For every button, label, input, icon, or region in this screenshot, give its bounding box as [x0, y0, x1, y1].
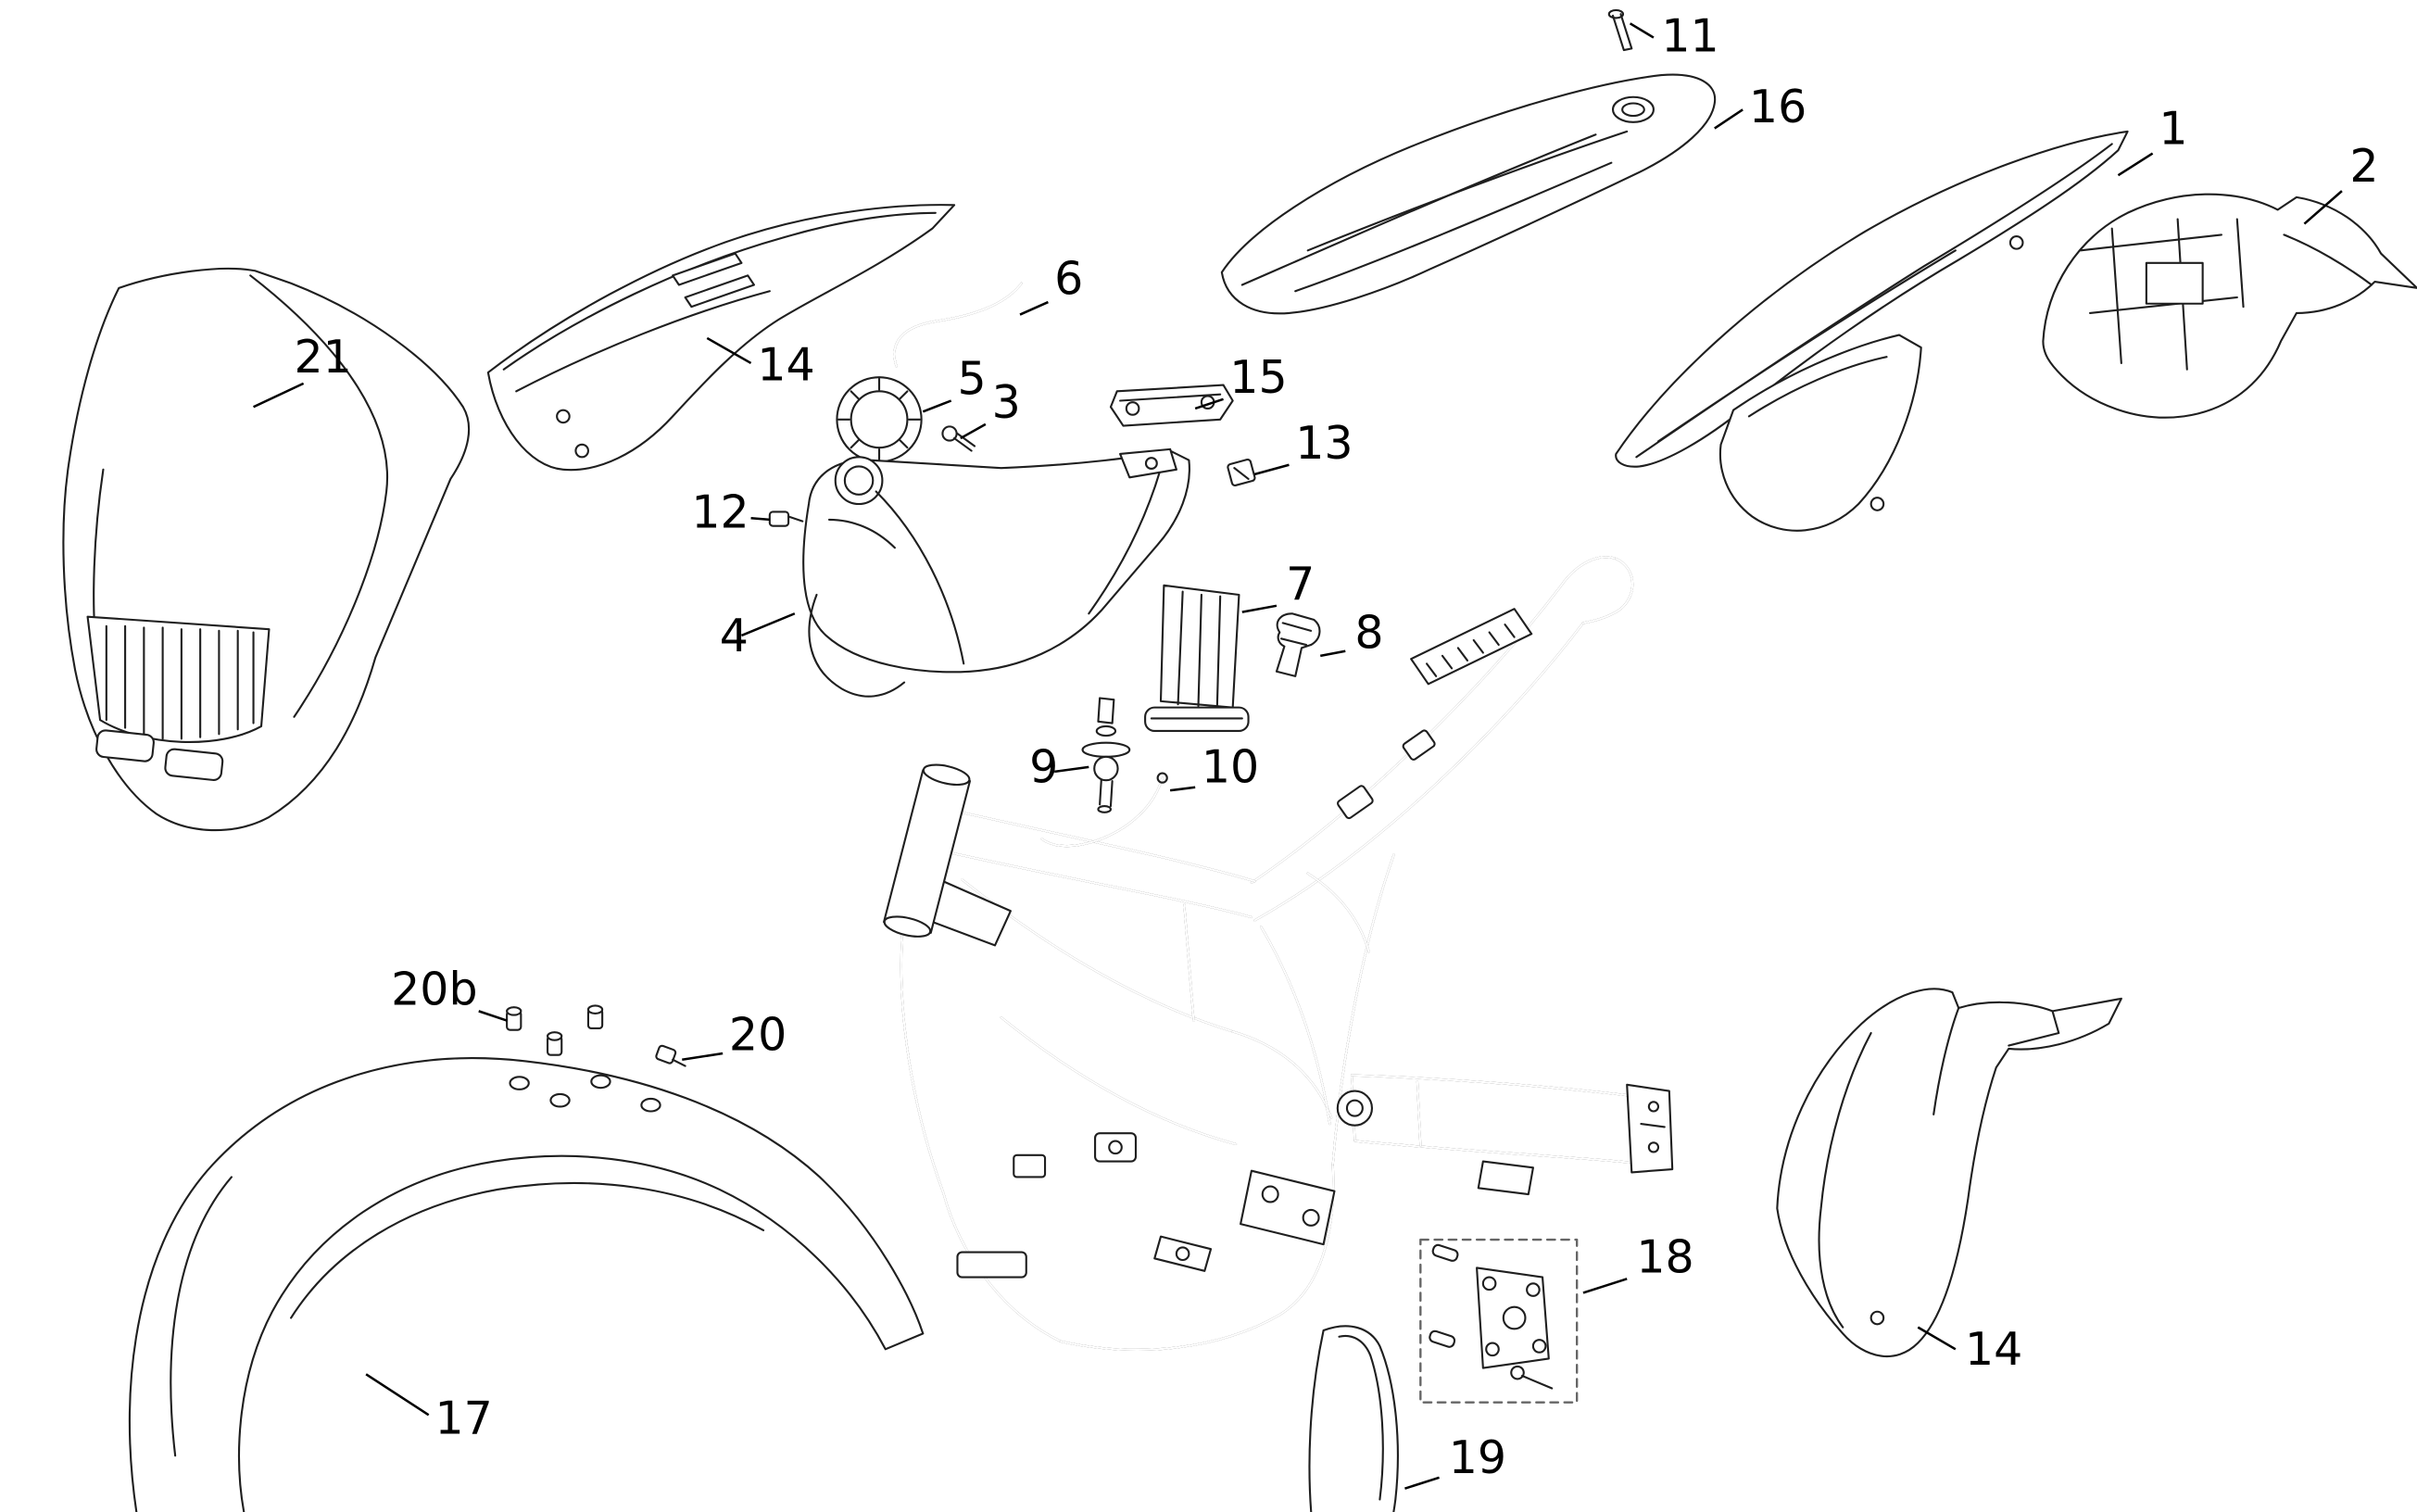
- fuel-tank-drawing: [802, 447, 1190, 698]
- callout-leader-8-14: [1320, 649, 1346, 658]
- callout-label-11-10: 11: [1661, 10, 1718, 63]
- callout-label-9-15: 9: [1029, 741, 1058, 794]
- callout-label-15-5: 15: [1229, 351, 1287, 404]
- callout-leader-1-11: [2117, 152, 2154, 177]
- callout-leader-7-13: [1241, 604, 1278, 613]
- side-panel-drawing: [1776, 988, 2122, 1357]
- callout-label-7-13: 7: [1286, 558, 1315, 611]
- callout-leader-12-7: [750, 516, 770, 522]
- callout-leader-6-2: [1019, 300, 1049, 316]
- callout-label-6-2: 6: [1054, 253, 1083, 306]
- callout-label-4-8: 4: [720, 610, 749, 662]
- callout-leader-5-3: [922, 399, 952, 413]
- callout-label-19-21: 19: [1449, 1431, 1506, 1484]
- callout-leader-19-21: [1404, 1476, 1440, 1490]
- battery-box-drawing: [1144, 584, 1250, 733]
- callout-leader-13-6: [1253, 463, 1290, 476]
- callout-leader-11-10: [1629, 22, 1655, 39]
- callout-leader-14-22: [1917, 1326, 1957, 1351]
- callout-leader-20-18: [682, 1052, 724, 1062]
- vent-hose-drawing: [893, 282, 1023, 368]
- bracket-kit-drawing: [1419, 1238, 1579, 1404]
- screw-3-drawing: [941, 425, 976, 452]
- bolt-11-drawing: [1607, 8, 1633, 52]
- callout-label-3-4: 3: [992, 376, 1021, 429]
- headlight-mask-drawing: [62, 267, 471, 832]
- callout-label-8-14: 8: [1354, 606, 1383, 659]
- callout-label-20-18: 20: [729, 1009, 787, 1062]
- rear-fender-drawing: [1615, 130, 2129, 532]
- callout-label-10-16: 10: [1202, 741, 1259, 794]
- tank-bracket-drawing: [1109, 384, 1234, 427]
- callout-leader-14-1: [706, 336, 752, 365]
- callout-label-14-22: 14: [1965, 1323, 2022, 1376]
- callout-leader-18-20: [1582, 1278, 1628, 1294]
- callout-label-12-7: 12: [691, 485, 749, 538]
- callout-label-14-1: 14: [757, 339, 814, 392]
- callout-leader-10-16: [1169, 786, 1196, 792]
- callout-leader-15-5: [1194, 397, 1224, 410]
- callout-leader-9-15: [1053, 765, 1089, 774]
- seat-drawing: [1220, 73, 1717, 315]
- callout-label-18-20: 18: [1636, 1231, 1693, 1284]
- front-fender-drawing: [128, 1057, 925, 1512]
- callout-label-1-11: 1: [2159, 102, 2187, 155]
- fender-screw-20-drawing: [655, 1044, 686, 1067]
- callout-label-13-6: 13: [1295, 417, 1353, 470]
- screw-12-drawing: [768, 510, 804, 527]
- callout-label-20b-17: 20b: [391, 964, 477, 1016]
- radiator-shroud-drawing: [486, 204, 956, 472]
- fender-bolts-20b-drawing: [506, 1004, 604, 1056]
- callout-label-21-0: 21: [294, 331, 351, 384]
- fuel-cap-drawing: [836, 376, 923, 463]
- elbow-fitting-drawing: [1275, 612, 1321, 677]
- callout-leader-17-19: [365, 1373, 430, 1417]
- callout-label-5-3: 5: [957, 353, 986, 406]
- swingarm-drawing: [1240, 1074, 1674, 1246]
- callout-leader-4-8: [740, 612, 796, 637]
- frame-drawing: [883, 556, 1634, 1351]
- callout-leader-16-9: [1714, 108, 1744, 130]
- callout-leader-21-0: [253, 382, 305, 409]
- clip-drawing: [1227, 458, 1256, 486]
- callout-leader-2-12: [2303, 190, 2343, 225]
- inner-rear-fender-drawing: [2042, 193, 2417, 419]
- callout-label-2-12: 2: [2349, 140, 2378, 193]
- fuel-hose-drawing: [1040, 772, 1168, 848]
- callout-label-17-19: 17: [434, 1392, 492, 1445]
- callout-label-16-9: 16: [1749, 81, 1806, 133]
- kit-outline: [1419, 1238, 1579, 1404]
- petcock-drawing: [1081, 697, 1131, 813]
- callout-leader-20b-17: [478, 1010, 508, 1022]
- fork-guard-drawing: [1308, 1325, 1399, 1512]
- callout-leader-3-4: [960, 422, 987, 440]
